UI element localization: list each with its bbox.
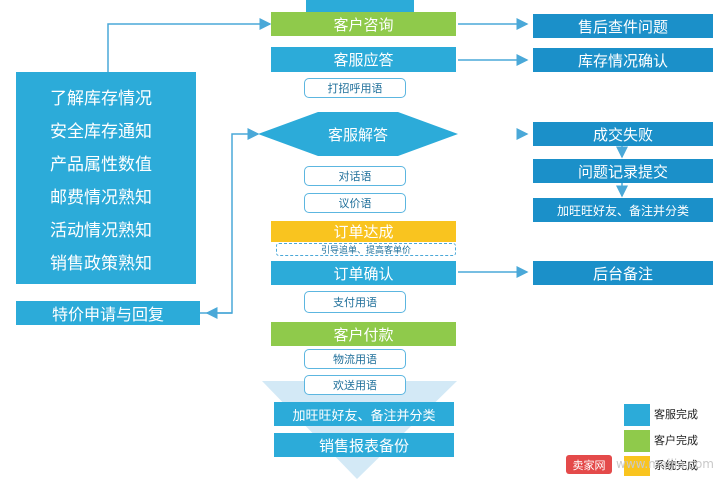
watermark-url: www.maijia.com [616, 457, 714, 471]
knowledge-item: 了解库存情况 [50, 89, 152, 109]
farewell-phrase-box: 欢送用语 [304, 375, 406, 395]
payment-phrase-box: 支付用语 [304, 291, 406, 313]
stock-confirm-box: 库存情况确认 [533, 48, 713, 72]
funnel-shape [262, 381, 457, 479]
service-response-box: 客服应答 [271, 47, 456, 72]
sales-report-box: 销售报表备份 [274, 433, 454, 457]
greeting-phrase-box: 打招呼用语 [304, 78, 406, 98]
legend-service-label: 客服完成 [654, 408, 698, 421]
dialogue-phrase-box: 对话语 [304, 166, 406, 186]
knowledge-item: 安全库存通知 [50, 122, 152, 142]
guide-upsell-box: 引导追单、提高客单价 [276, 243, 456, 256]
legend-service-swatch [624, 404, 650, 426]
top-connector [306, 0, 414, 14]
arrow-left-to-inquiry [107, 18, 272, 72]
knowledge-item: 销售政策熟知 [50, 254, 152, 274]
watermark-logo: 卖家网 [566, 455, 612, 474]
order-reached-box: 订单达成 [271, 221, 456, 242]
knowledge-item: 产品属性数值 [50, 155, 152, 175]
after-sale-box: 售后查件问题 [533, 14, 713, 38]
record-submit-box: 问题记录提交 [533, 159, 713, 183]
logistics-phrase-box: 物流用语 [304, 349, 406, 369]
customer-inquiry-box: 客户咨询 [271, 12, 456, 36]
legend-customer-swatch [624, 430, 650, 452]
add-friend-box: 加旺旺好友、备注并分类 [274, 402, 454, 426]
customer-payment-box: 客户付款 [271, 322, 456, 346]
add-friend-right-box: 加旺旺好友、备注并分类 [533, 198, 713, 222]
backend-note-box: 后台备注 [533, 261, 713, 285]
special-price-box: 特价申请与回复 [16, 301, 200, 325]
legend-system-swatch [624, 456, 650, 476]
order-confirm-box: 订单确认 [271, 261, 456, 285]
service-answer-diamond [258, 112, 458, 156]
deal-fail-box: 成交失败 [533, 122, 713, 146]
service-answer-label: 客服解答 [327, 125, 388, 144]
knowledge-item: 邮费情况熟知 [50, 188, 152, 208]
knowledge-panel: 了解库存情况 安全库存通知 产品属性数值 邮费情况熟知 活动情况熟知 销售政策熟… [16, 72, 196, 284]
legend-customer-label: 客户完成 [654, 434, 698, 447]
bargain-phrase-box: 议价语 [304, 193, 406, 213]
legend-system-label: 系统完成 [654, 459, 698, 472]
arrow-special-to-answer [200, 128, 260, 314]
knowledge-item: 活动情况熟知 [50, 221, 152, 241]
